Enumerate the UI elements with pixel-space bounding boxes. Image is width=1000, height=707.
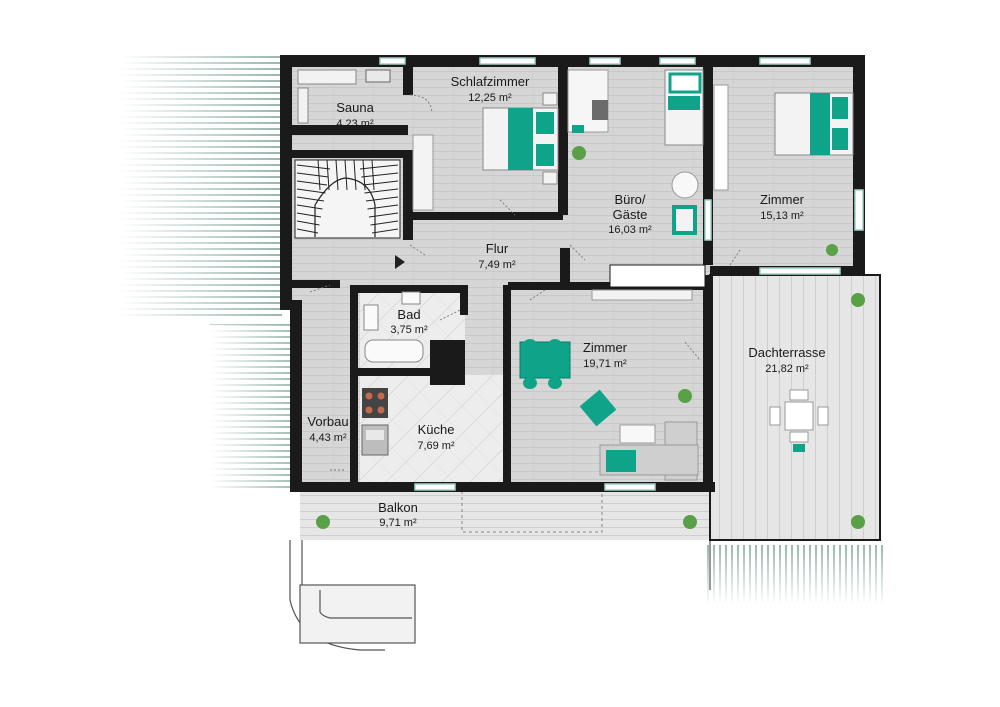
room-buero-area: 16,03 m²	[608, 224, 652, 236]
room-buero-name-2: Gäste	[613, 207, 648, 222]
shelf	[591, 289, 693, 301]
stair-tread	[317, 159, 321, 191]
stair-tread	[296, 180, 328, 186]
room-balkon-area: 9,71 m²	[379, 517, 417, 529]
stair-tread	[362, 180, 399, 186]
sofa-icon	[579, 389, 699, 481]
dining-table-icon	[769, 389, 829, 452]
room-vorbau-name: Vorbau	[307, 414, 348, 429]
room-vorbau-area: 4,43 m²	[309, 432, 347, 444]
room-kueche-name: Küche	[418, 422, 455, 437]
stair-tread	[296, 196, 325, 202]
stair-tread	[371, 228, 399, 234]
stair-tread	[326, 159, 330, 191]
balkon-deck	[300, 492, 710, 540]
stairs-icon	[294, 159, 401, 239]
stair-tread	[367, 204, 399, 210]
room-buero-name-1: Büro/	[614, 192, 645, 207]
stair-tread	[296, 220, 320, 226]
bed-icon	[482, 92, 559, 185]
room-zimmer-ne-name: Zimmer	[760, 192, 805, 207]
stair-tread	[365, 196, 399, 202]
room-sauna-area: 4,23 m²	[336, 118, 374, 130]
sauna-bench	[297, 69, 391, 124]
stair-tread	[296, 204, 323, 210]
stair-tread	[296, 164, 331, 170]
stair-tread	[353, 159, 357, 191]
roof-fade-left-lower	[210, 325, 300, 495]
plant-icon	[316, 146, 865, 529]
room-kueche-area: 7,69 m²	[417, 440, 455, 452]
stair-tread	[359, 164, 399, 170]
roof-fade-bottom	[705, 545, 885, 605]
room-zimmer-ne-area: 15,13 m²	[760, 210, 804, 222]
room-schlafzimmer-name: Schlafzimmer	[451, 74, 530, 89]
stair-tread	[368, 212, 399, 218]
stair-tread	[296, 212, 322, 218]
room-schlafzimmer-area: 12,25 m²	[468, 92, 512, 104]
windows	[379, 57, 864, 491]
stair-tread	[361, 172, 399, 178]
stair-tread	[296, 172, 329, 178]
balkon-railing	[461, 489, 603, 533]
room-flur-area: 7,49 m²	[478, 259, 516, 271]
driveway-outline	[289, 540, 711, 651]
room-dachterrasse-name: Dachterrasse	[748, 345, 825, 360]
dining-table-icon	[519, 339, 571, 389]
stove-icon	[362, 388, 388, 418]
room-zimmer-main-area: 19,71 m²	[583, 358, 627, 370]
room-balkon-name: Balkon	[378, 500, 418, 515]
wardrobe	[412, 134, 434, 211]
room-sauna-name: Sauna	[336, 100, 374, 115]
stair-tread	[371, 159, 375, 191]
room-flur-name: Flur	[486, 241, 509, 256]
stair-tread	[296, 188, 326, 194]
entrance-arrow-icon	[395, 255, 405, 269]
room-dachterrasse-area: 21,82 m²	[765, 363, 809, 375]
roof-fade-left	[120, 55, 280, 325]
room-zimmer-main-name: Zimmer	[583, 340, 628, 355]
room-labels: Sauna 4,23 m² Schlafzimmer 12,25 m² Büro…	[307, 74, 825, 529]
bed-icon	[713, 84, 854, 191]
stair-tread	[344, 159, 348, 191]
desk-icon	[567, 69, 704, 235]
room-bad-name: Bad	[397, 307, 420, 322]
sink-icon	[361, 424, 389, 456]
walls	[280, 55, 881, 541]
bathtub-icon	[363, 291, 424, 363]
door-swings	[309, 94, 741, 471]
stair-tread	[335, 159, 339, 191]
room-bad-area: 3,75 m²	[390, 324, 428, 336]
